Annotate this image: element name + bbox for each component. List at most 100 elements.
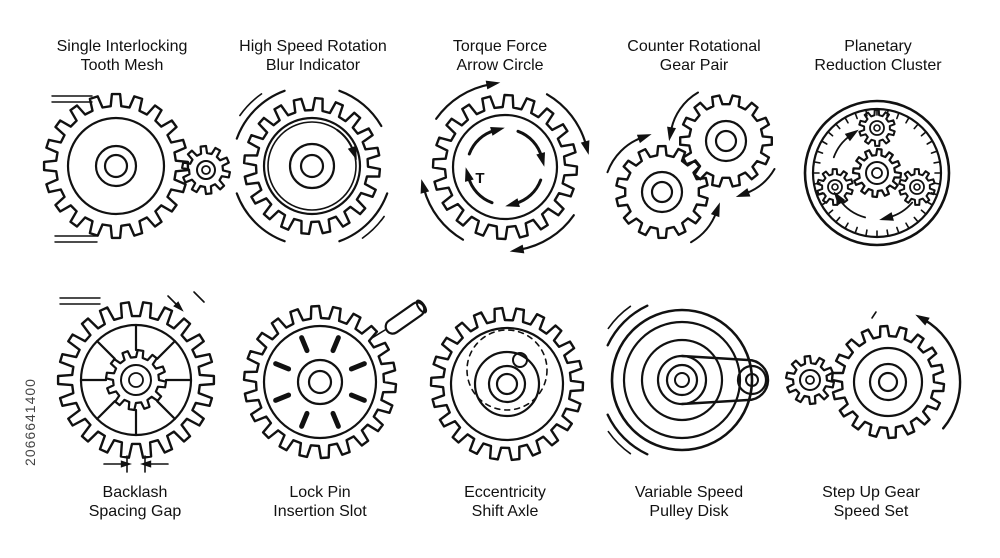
gear-outline-icon <box>679 94 773 188</box>
ring-shape <box>869 120 885 136</box>
ring-shape <box>473 350 541 418</box>
single-interlocking-tooth-mesh-icon <box>42 92 231 243</box>
motion-arc <box>361 215 385 239</box>
ring-tooth <box>886 229 889 237</box>
ring-shape <box>451 113 559 221</box>
ring-shape <box>871 167 883 179</box>
gear-outline-icon <box>429 306 585 462</box>
ring-tooth <box>913 123 919 130</box>
arrow-head-icon <box>844 129 859 142</box>
arrow-head-icon <box>420 179 430 194</box>
motion-arc <box>235 192 286 243</box>
gear-outline-icon <box>42 92 190 240</box>
torque-symbol: T <box>475 170 484 187</box>
gear-outline-icon <box>851 147 903 199</box>
arrow-arc <box>606 136 644 174</box>
caption-line: Eccentricity <box>464 484 546 501</box>
arrow-arc <box>744 168 776 195</box>
ring-shape <box>656 354 708 406</box>
ring-shape <box>307 369 333 395</box>
gear-outline-icon <box>785 354 835 406</box>
gear-outline-icon <box>104 348 168 412</box>
ring-tooth <box>844 222 849 230</box>
ring-shape <box>487 364 527 404</box>
arrow-head-icon <box>505 198 520 207</box>
arrow-head-icon <box>465 167 474 182</box>
arrow-head-icon <box>490 127 505 136</box>
caption-line: Pulley Disk <box>649 503 729 520</box>
caption-line: Counter Rotational <box>627 38 761 55</box>
drive-belt <box>680 354 770 406</box>
ring-shape <box>262 116 362 216</box>
ring-tooth <box>820 140 828 145</box>
arrow-head-icon <box>509 244 525 254</box>
small-pulley <box>736 364 768 396</box>
ring-tooth <box>813 161 821 164</box>
caption-line: Step Up Gear <box>822 484 920 501</box>
ring-shape <box>262 324 378 440</box>
lock-slot <box>348 361 367 372</box>
caption-line: Single Interlocking <box>56 38 188 55</box>
step-up-gear-speed-set-icon <box>785 311 962 440</box>
ring-tooth <box>926 140 934 145</box>
caption-line: Torque Force <box>452 38 548 55</box>
caption-variable-speed-pulley-disk: Variable Speed Pulley Disk <box>594 483 784 521</box>
gear-outline-icon <box>858 109 896 147</box>
ring-tooth <box>913 216 919 223</box>
ring-tooth <box>827 131 834 137</box>
gear-outline-icon <box>816 168 854 206</box>
lock-slot <box>273 392 292 403</box>
ring-shape <box>831 183 839 191</box>
gap-dimension-line <box>193 291 205 303</box>
caption-eccentricity-shift-axle: Eccentricity Shift Axle <box>410 483 600 521</box>
ring-tooth <box>896 112 900 120</box>
arrow-arc <box>669 91 699 133</box>
variable-speed-pulley-disk-icon <box>606 304 770 456</box>
caption-line: Insertion Slot <box>273 503 367 520</box>
ring-tooth <box>835 123 841 130</box>
lock-slot <box>299 410 310 429</box>
ring-shape <box>827 179 843 195</box>
pin-body <box>384 301 426 335</box>
ring-shape <box>909 179 925 195</box>
ring-tooth <box>835 216 841 223</box>
ring-shape <box>296 358 344 406</box>
ring-shape <box>622 320 742 440</box>
caption-planetary-reduction-cluster: Planetary Reduction Cluster <box>783 37 973 75</box>
gear-outline-icon <box>242 304 398 460</box>
ring-shape <box>267 121 357 211</box>
arrow-head-icon <box>485 80 501 90</box>
caption-line: High Speed Rotation <box>239 38 387 55</box>
arrow-head-icon <box>347 145 357 161</box>
speed-line <box>871 311 877 319</box>
ring-shape <box>852 346 924 418</box>
arrow-arc <box>545 93 588 147</box>
motion-arc <box>338 192 389 243</box>
arrow-arc <box>513 178 543 206</box>
ring-shape <box>288 142 336 190</box>
ring-shape <box>868 362 908 402</box>
caption-step-up-gear-speed-set: Step Up Gear Speed Set <box>776 483 966 521</box>
ring-shape <box>665 363 699 397</box>
ring-tooth <box>920 209 927 215</box>
caption-line: Planetary <box>844 38 912 55</box>
motion-arc <box>607 305 632 330</box>
ring-shape <box>120 364 152 396</box>
arrow-head-icon <box>833 191 846 206</box>
ring-shape <box>799 369 821 391</box>
lock-slot <box>330 410 341 429</box>
arrow-arc <box>518 214 575 251</box>
ring-shape <box>201 165 211 175</box>
lock-pin-icon <box>384 299 428 335</box>
torque-force-arrow-circle-icon <box>420 80 590 254</box>
motion-arc <box>607 430 632 455</box>
ring-tooth <box>854 112 858 120</box>
ring-shape <box>94 144 138 188</box>
motion-arc <box>235 89 286 140</box>
gear-outline-icon <box>898 168 936 206</box>
lock-slot <box>348 392 367 403</box>
ring-tooth <box>896 226 900 234</box>
arrow-arc <box>516 129 544 159</box>
ring-tooth <box>920 131 927 137</box>
